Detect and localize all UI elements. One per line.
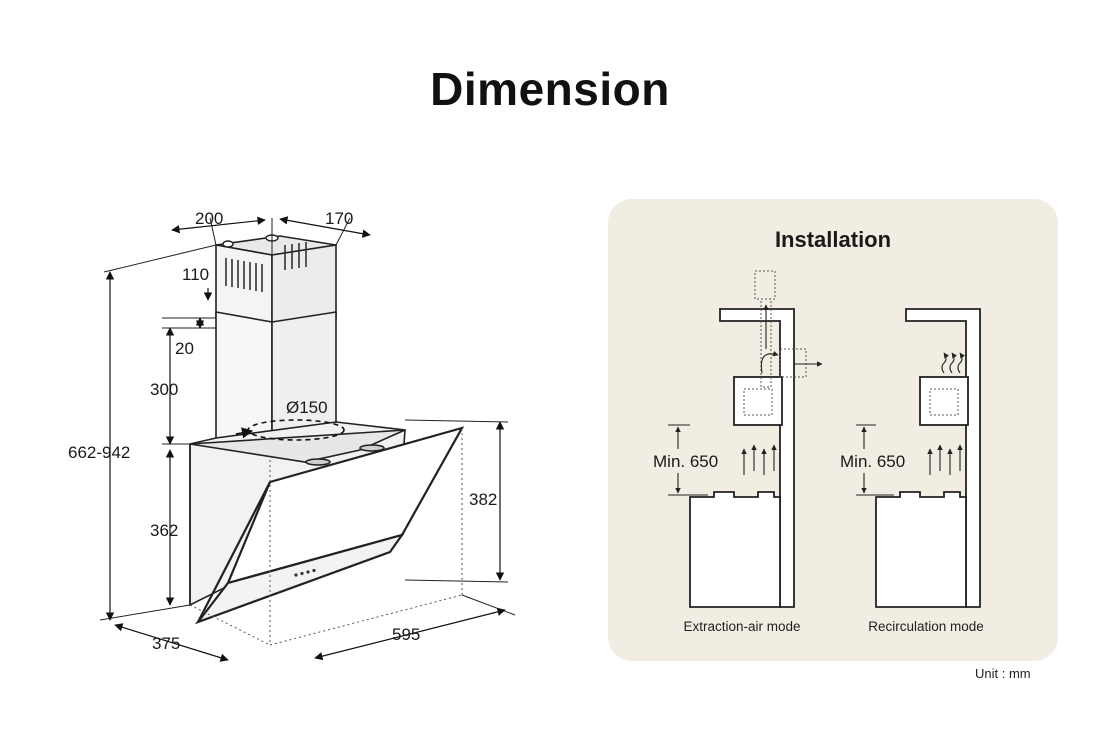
min-clearance-recirculation: Min. 650 [840,452,905,471]
mode-label-extraction: Extraction-air mode [683,619,801,634]
guide-lines [189,428,463,646]
control-buttons [294,568,316,577]
installation-panel: Installation Min. 65 [608,199,1058,661]
glass-panel [194,426,465,625]
dim-total-height: 662-942 [68,443,130,462]
dim-chimney-depth: 170 [325,209,353,228]
unit-note: Unit : mm [975,666,1031,681]
recirculation-mode-diagram: Min. 650 [838,308,981,608]
extension-lines [99,217,516,621]
installation-drawings: Min. 650 Min. 650 [652,270,981,608]
installation-title: Installation [774,227,892,252]
hood-dimension-drawing: Ø150 200 170 110 20 300 662-9 [68,209,516,662]
page-title: Dimension [430,63,670,115]
dim-body-height: 362 [150,521,178,540]
dim-chimney-top-offset: 110 [182,265,209,284]
mode-label-recirculation: Recirculation mode [868,619,984,634]
chimney-lower [215,311,337,453]
chimney-vents [225,242,307,292]
dim-depth: 375 [152,634,180,653]
min-clearance-extraction: Min. 650 [653,452,718,471]
dimension-arrows [105,216,506,662]
dim-width: 595 [392,625,420,644]
dim-chimney-overlap: 20 [175,339,194,358]
dim-front-height: 382 [469,490,497,509]
extraction-mode-diagram: Min. 650 [652,270,823,608]
dim-duct-diameter: Ø150 [286,398,328,417]
dim-chimney-width: 200 [195,209,223,228]
dim-chimney-height: 300 [150,380,178,399]
